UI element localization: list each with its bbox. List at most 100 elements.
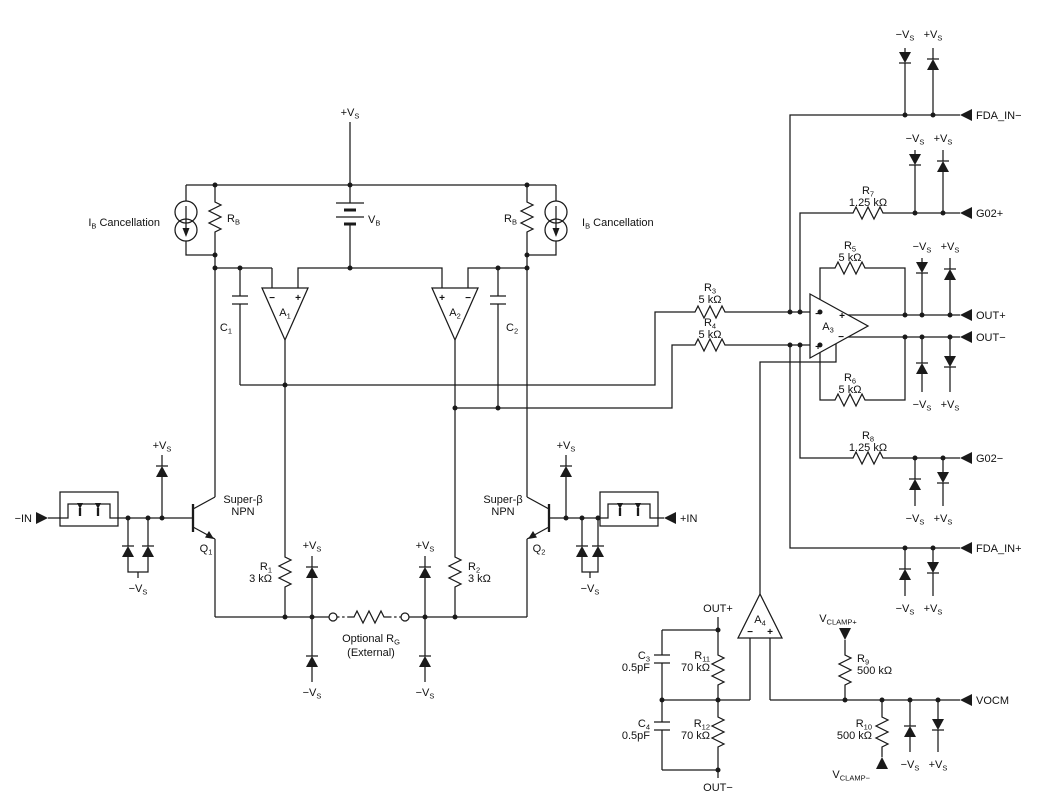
vs-plus-rg-left-label: +VS — [303, 540, 322, 554]
r3-name-label: R3 — [704, 282, 716, 296]
c3-value-label: 0.5pF — [622, 662, 650, 674]
r8-value-label: 1.25 kΩ — [849, 442, 887, 454]
npn-left-label: NPN — [231, 506, 254, 518]
rb-right-label: RB — [504, 213, 517, 227]
r6-name-label: R6 — [844, 372, 856, 386]
r2-value-label: 3 kΩ — [468, 573, 491, 585]
ib-cancellation-left-label: IB Cancellation — [88, 217, 160, 231]
r1-value-label: 3 kΩ — [249, 573, 272, 585]
g02-minus-label: G02− — [976, 453, 1003, 465]
terminal-g02-minus-icon — [960, 452, 972, 464]
opamp-a3 — [809, 292, 870, 360]
labels: +VS VB IB Cancellation IB Cancellation R… — [15, 29, 1022, 794]
vs-minus-g02p-label: −VS — [906, 133, 925, 147]
rg-pin-right — [400, 612, 410, 622]
capacitor-c2-label: C2 — [506, 322, 518, 336]
transistor-q1 — [191, 504, 214, 539]
opamp-a3-label: A3 — [822, 321, 834, 335]
terminal-g02-plus-icon — [960, 207, 972, 219]
vocm-out-minus-label: OUT− — [703, 782, 733, 794]
input-protection-box-left — [59, 491, 119, 527]
vs-plus-rg-right-label: +VS — [416, 540, 435, 554]
a1-minus-mark: − — [269, 293, 275, 304]
vs-minus-rg-right-label: −VS — [416, 687, 435, 701]
vs-minus-in-right-label: −VS — [581, 583, 600, 597]
rg-optional-label: Optional RG — [342, 633, 400, 647]
opamp-a2-label: A2 — [449, 307, 461, 321]
terminal-fda-in-plus-icon — [960, 542, 972, 554]
terminals — [36, 109, 972, 769]
vs-minus-in-left-label: −VS — [129, 583, 148, 597]
r1-name-label: R1 — [260, 561, 272, 575]
r7-value-label: 1.25 kΩ — [849, 197, 887, 209]
a3-out-plus-mark: + — [839, 311, 845, 322]
vs-plus-fdainm-label: +VS — [924, 29, 943, 43]
vs-plus-top-label: +VS — [341, 107, 360, 121]
npn-right-label: NPN — [491, 506, 514, 518]
in-plus-label: +IN — [680, 513, 697, 525]
a3-out-minus-mark: − — [838, 332, 844, 343]
vs-minus-fdainp-label: −VS — [896, 603, 915, 617]
terminal-vclamp-minus-icon — [876, 757, 888, 769]
r4-value-label: 5 kΩ — [699, 329, 722, 341]
a3-in-minus-mark: − — [815, 309, 821, 320]
vclamp-minus-label: VCLAMP− — [832, 769, 870, 783]
vs-plus-vocm-label: +VS — [929, 759, 948, 773]
wires-input-left — [48, 267, 443, 682]
opamp-a1-label: A1 — [279, 307, 291, 321]
terminal-vclamp-plus-icon — [839, 628, 851, 640]
q1-label: Q1 — [200, 543, 213, 557]
r4-name-label: R4 — [704, 317, 716, 331]
vb-label: VB — [368, 214, 380, 228]
terminal-fda-in-minus-icon — [960, 109, 972, 121]
a4-minus-mark: − — [747, 627, 753, 638]
r12-name-label: R12 — [694, 718, 710, 732]
super-beta-left-label: Super-β — [223, 494, 262, 506]
g02-plus-label: G02+ — [976, 208, 1003, 220]
vs-minus-outm-label: −VS — [913, 399, 932, 413]
vs-plus-outp-label: +VS — [941, 241, 960, 255]
r9-name-label: R9 — [857, 653, 869, 667]
fda-in-minus-label: FDA_IN− — [976, 110, 1022, 122]
terminal-in-plus-icon — [664, 512, 676, 524]
a4-plus-mark: + — [767, 627, 773, 638]
vs-plus-in-left-label: +VS — [153, 440, 172, 454]
vs-plus-outm-label: +VS — [941, 399, 960, 413]
r3-value-label: 5 kΩ — [699, 294, 722, 306]
r7-name-label: R7 — [862, 185, 874, 199]
out-plus-label: OUT+ — [976, 310, 1006, 322]
r11-name-label: R11 — [694, 650, 710, 664]
r10-name-label: R10 — [856, 718, 872, 732]
r6-value-label: 5 kΩ — [839, 384, 862, 396]
in-minus-label: −IN — [15, 513, 32, 525]
rg-external-label: (External) — [347, 647, 395, 659]
wires — [48, 74, 960, 778]
a3-in-plus-mark: + — [815, 342, 821, 353]
wires-input-right — [409, 267, 664, 682]
terminal-in-minus-icon — [36, 512, 48, 524]
a2-minus-mark: − — [465, 293, 471, 304]
out-minus-label: OUT− — [976, 332, 1006, 344]
fda-in-plus-label: FDA_IN+ — [976, 543, 1022, 555]
super-beta-right-label: Super-β — [483, 494, 522, 506]
wires-vocm — [654, 344, 960, 778]
wires-fda-network — [789, 74, 960, 596]
vs-plus-fdainp-label: +VS — [924, 603, 943, 617]
opamp-a1 — [261, 287, 309, 342]
r2-name-label: R2 — [468, 561, 480, 575]
rg-pin-left — [328, 612, 338, 622]
r9-value-label: 500 kΩ — [857, 665, 892, 677]
vs-minus-g02m-label: −VS — [906, 513, 925, 527]
vs-plus-g02m-label: +VS — [934, 513, 953, 527]
vs-minus-fdainm-label: −VS — [896, 29, 915, 43]
components — [36, 47, 972, 769]
vclamp-plus-label: VCLAMP+ — [819, 613, 857, 627]
r5-name-label: R5 — [844, 240, 856, 254]
wires-top-supply — [185, 122, 557, 497]
rb-left-label: RB — [227, 213, 240, 227]
r12-value-label: 70 kΩ — [681, 730, 710, 742]
vs-minus-vocm-label: −VS — [901, 759, 920, 773]
opamp-a2 — [431, 287, 479, 342]
terminal-out-minus-icon — [960, 331, 972, 343]
